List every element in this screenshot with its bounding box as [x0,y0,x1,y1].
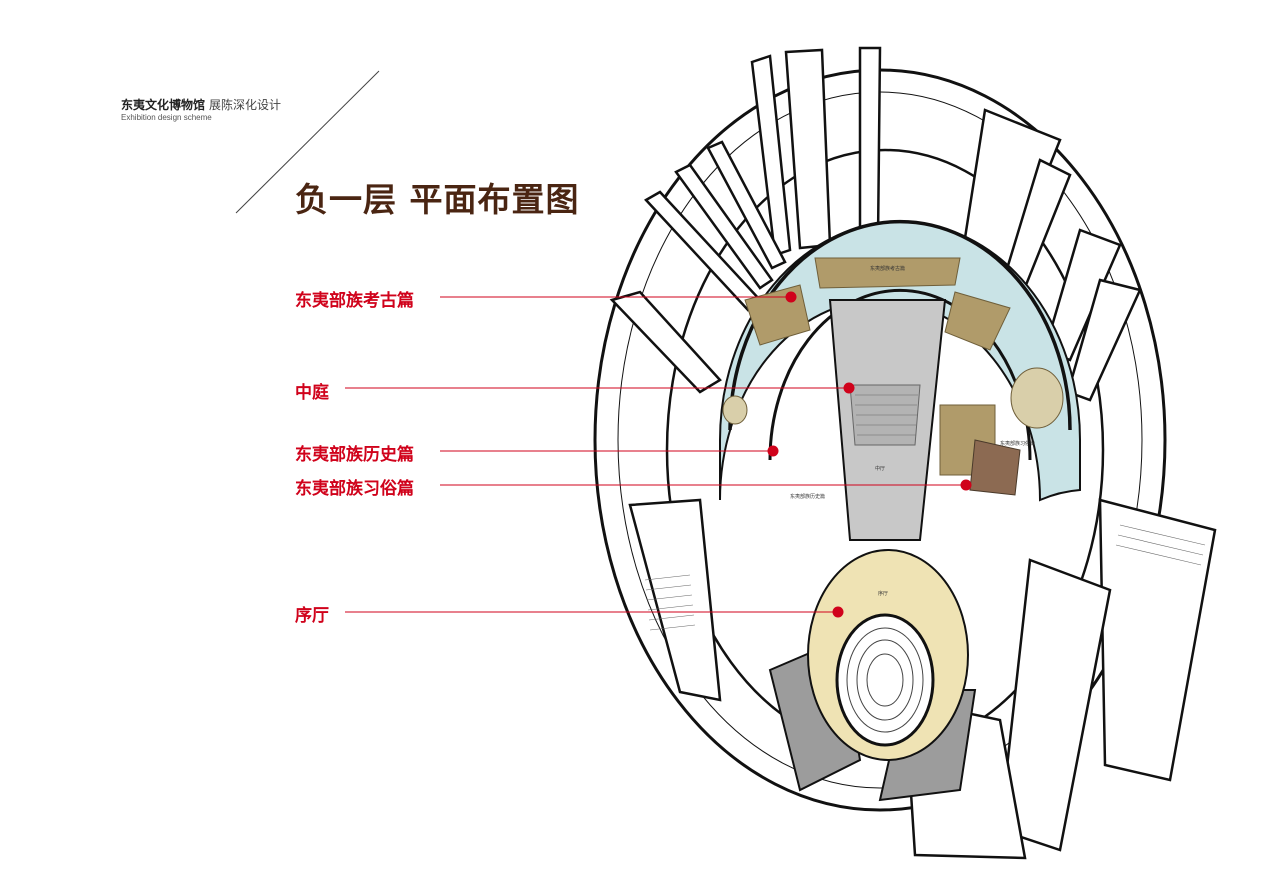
page-title: 负一层 平面布置图 [295,180,580,219]
customs-block [969,439,1021,496]
courtyard-hall-label: 中厅 [875,465,885,472]
central-courtyard [828,299,947,541]
prelude-hall [768,549,977,802]
prelude-hall-label: 序厅 [878,590,888,597]
customs-hall-label: 东夷部族习俗篇 [1000,440,1035,447]
callout-prelude: 序厅 [295,606,329,626]
callout-customs: 东夷部族习俗篇 [295,479,414,499]
marker-archaeology [785,291,797,303]
marker-courtyard [843,382,855,394]
artifact-mound [722,367,1064,429]
brand-english: Exhibition design scheme [121,113,212,122]
marker-history [767,445,779,457]
marker-customs [960,479,972,491]
brand-subtitle: 展陈深化设计 [209,98,282,112]
marker-prelude [832,606,844,618]
courtyard-steps [855,394,918,436]
callout-history: 东夷部族历史篇 [295,445,414,465]
stair-hatching [644,524,1206,631]
callout-lines [345,296,965,613]
brand-header: 东夷文化博物馆展陈深化设计 [121,96,281,113]
brand-title: 东夷文化博物馆 [121,98,206,112]
callout-archaeology: 东夷部族考古篇 [295,291,414,311]
outer-wings [609,46,1142,402]
archaeology-hall-label: 东夷部族考古篇 [870,265,905,272]
callout-markers [767,291,972,618]
callout-courtyard: 中庭 [295,383,329,403]
history-hall-label: 东夷部族历史篇 [790,493,825,500]
